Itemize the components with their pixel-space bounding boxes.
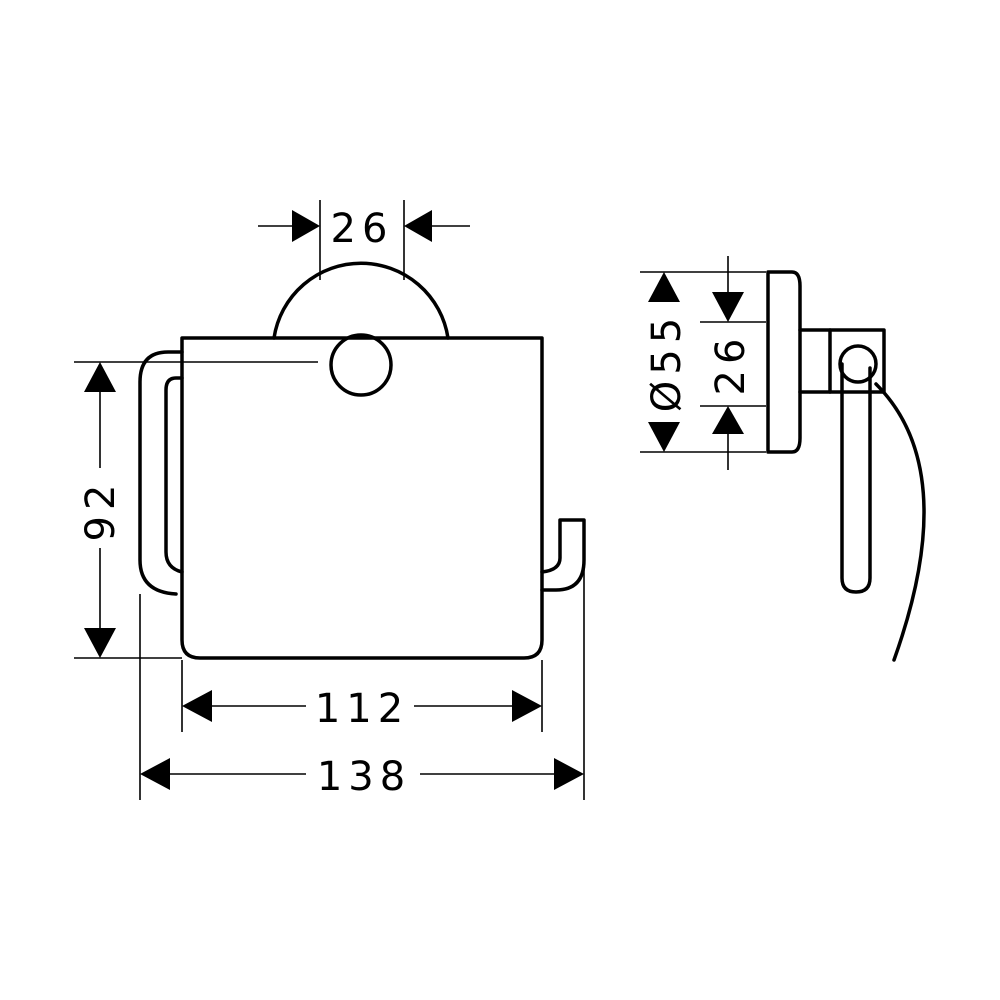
dim-front-height: 92 [74,361,318,659]
side-roll-bar [840,362,872,594]
dim-side-flange-height: 26 [700,256,766,470]
side-knob [838,344,878,384]
front-right-hook [540,518,586,592]
dim-label-diameter-55: Ø55 [644,312,690,412]
dim-label-92: 92 [78,479,124,542]
dim-overall-width: 138 [139,560,585,800]
side-view [766,270,926,662]
dim-label-112: 112 [315,686,409,732]
front-cover [180,336,544,660]
front-knob [329,333,393,397]
side-wall-plate [766,270,802,454]
dim-label-138: 138 [317,754,411,800]
front-view [138,261,586,660]
front-left-loop [138,350,184,596]
dim-cover-width: 112 [181,660,543,732]
front-rosette [272,261,450,340]
dim-front-flange-width: 26 [258,200,470,280]
dim-label-26-side: 26 [708,333,754,396]
dim-side-diameter: Ø55 [640,271,766,453]
dim-label-26-top: 26 [331,206,394,252]
side-cover-curve [874,382,926,662]
front-left-loop-inner [164,376,184,574]
